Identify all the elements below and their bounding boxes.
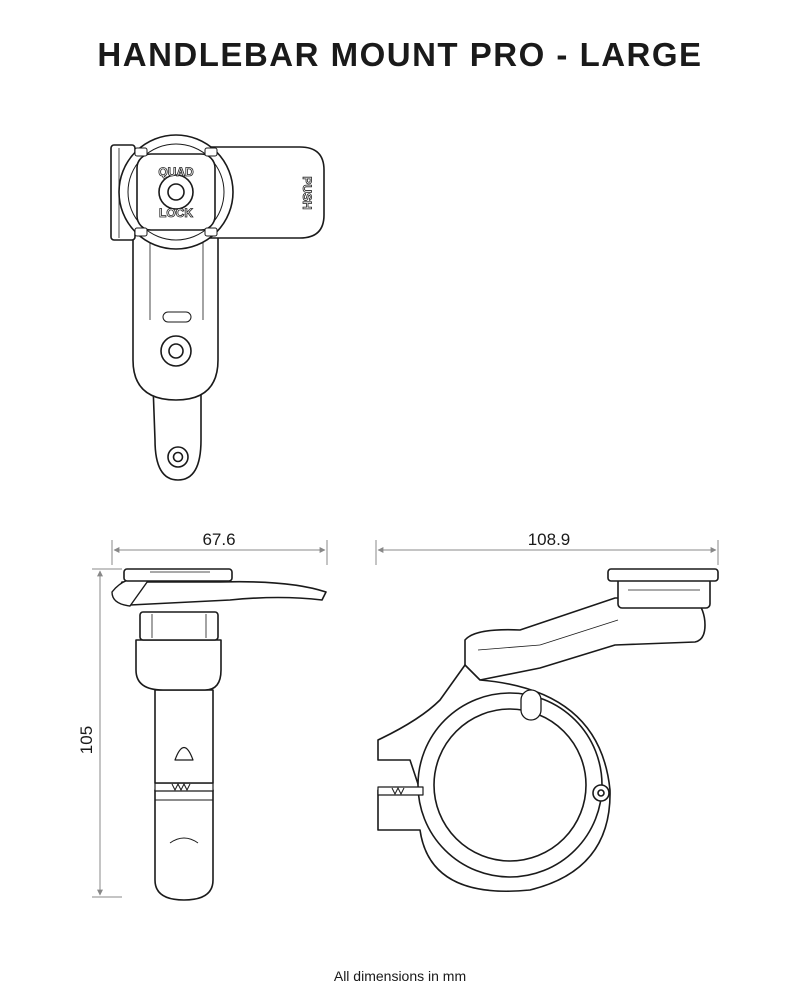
- push-label: PUSH: [300, 176, 314, 209]
- push-lever: [199, 146, 325, 239]
- arm: [132, 219, 219, 401]
- front-stem: [154, 689, 214, 784]
- front-width-label: 67.6: [202, 530, 235, 549]
- brand-text-bottom: LOCK: [159, 206, 193, 220]
- top-view: [110, 134, 325, 481]
- side-arm: [463, 597, 706, 681]
- footer-note: All dimensions in mm: [333, 968, 467, 984]
- lower-stem: [152, 384, 202, 481]
- front-collar: [135, 639, 222, 691]
- front-dimensions: [92, 540, 328, 898]
- side-width-label: 108.9: [528, 530, 571, 549]
- side-mount-head: [617, 577, 711, 609]
- front-view: [111, 568, 327, 901]
- front-top-plate: [123, 568, 233, 582]
- side-view: [377, 568, 719, 892]
- front-height-label: 105: [77, 726, 96, 754]
- handlebar-ring-inner: [433, 708, 587, 862]
- brand-text-top: QUAD: [158, 165, 194, 179]
- front-lever: [118, 580, 327, 606]
- side-dimensions: [375, 540, 719, 565]
- front-clamp-lower: [154, 789, 214, 901]
- page-title: HANDLEBAR MOUNT PRO - LARGE: [97, 36, 703, 73]
